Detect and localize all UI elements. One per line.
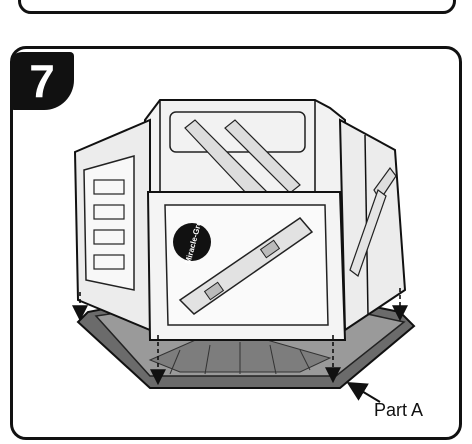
previous-step-panel: [18, 0, 456, 14]
left-side-panel: [73, 118, 151, 332]
part-a-label: Part A: [374, 400, 424, 420]
step-number-badge: 7: [10, 52, 74, 110]
right-side-panels: [338, 118, 407, 332]
alignment-arrows: [72, 288, 408, 386]
brand-logo-badge: [173, 223, 211, 261]
part-a-callout-arrow: [346, 381, 381, 403]
front-panel: Miracle-Gro: [146, 191, 347, 341]
